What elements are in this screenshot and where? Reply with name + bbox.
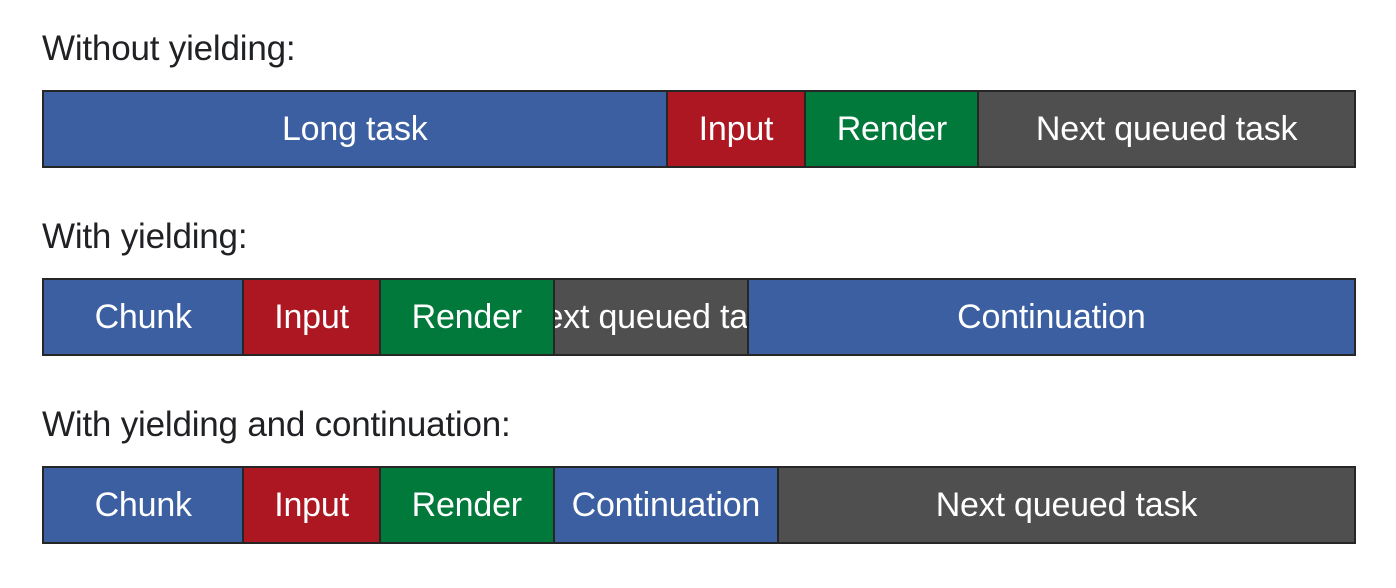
scenario-with-yielding: With yielding: Chunk Input Render Next q… [42, 216, 1356, 356]
timeline-segment-continuation: Continuation [748, 280, 1354, 354]
timeline-track: Chunk Input Render Continuation Next que… [42, 466, 1356, 544]
timeline-segment-render: Render [380, 468, 555, 542]
timeline-segment-input: Input [244, 468, 381, 542]
timeline-segment-input: Input [244, 280, 381, 354]
timeline-segment-chunk: Chunk [44, 468, 245, 542]
scenario-without-yielding: Without yielding: Long task Input Render… [42, 28, 1356, 168]
scenario-label: With yielding: [42, 217, 248, 256]
timeline-segment-next-queued-task: Next queued task [554, 280, 749, 354]
timeline-segment-render: Render [806, 92, 980, 166]
scenario-label: Without yielding: [42, 29, 296, 68]
timeline-track: Long task Input Render Next queued task [42, 90, 1356, 168]
timeline-segment-long-task: Long task [44, 92, 668, 166]
timeline-segment-input: Input [667, 92, 807, 166]
timeline-segment-chunk: Chunk [44, 280, 245, 354]
timeline-segment-next-queued-task: Next queued task [979, 92, 1354, 166]
timeline-segment-next-queued-task: Next queued task [778, 468, 1354, 542]
timeline-track: Chunk Input Render Next queued task Cont… [42, 278, 1356, 356]
timeline-segment-continuation: Continuation [554, 468, 779, 542]
scenario-with-yielding-and-continuation: With yielding and continuation: Chunk In… [42, 404, 1356, 544]
scenario-label: With yielding and continuation: [42, 405, 511, 444]
timeline-segment-render: Render [380, 280, 555, 354]
